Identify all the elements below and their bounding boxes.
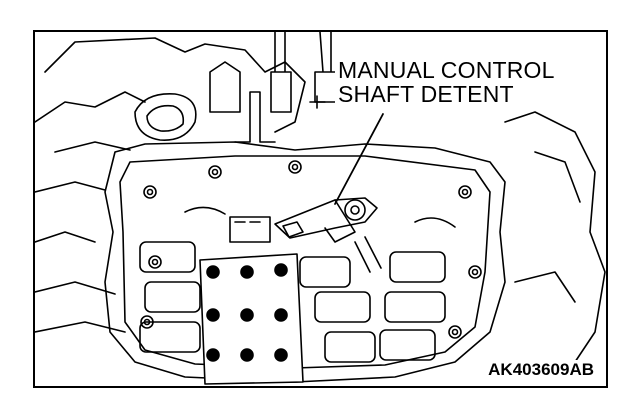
upper-housing-outline	[35, 32, 606, 363]
technical-illustration-frame: MANUAL CONTROL SHAFT DETENT AK403609AB	[33, 30, 608, 388]
callout-line-1: MANUAL CONTROL	[338, 57, 555, 83]
valve-body-plate	[104, 141, 506, 383]
callout-leader-line	[309, 95, 384, 205]
figure-id-label: AK403609AB	[486, 360, 596, 380]
component-callout-label: MANUAL CONTROL SHAFT DETENT	[335, 58, 558, 106]
transmission-valve-body-drawing	[35, 32, 606, 385]
detent-lever	[274, 197, 382, 273]
center-cover	[199, 253, 304, 385]
callout-line-2: SHAFT DETENT	[338, 81, 514, 107]
solenoid-assemblies	[139, 206, 456, 363]
